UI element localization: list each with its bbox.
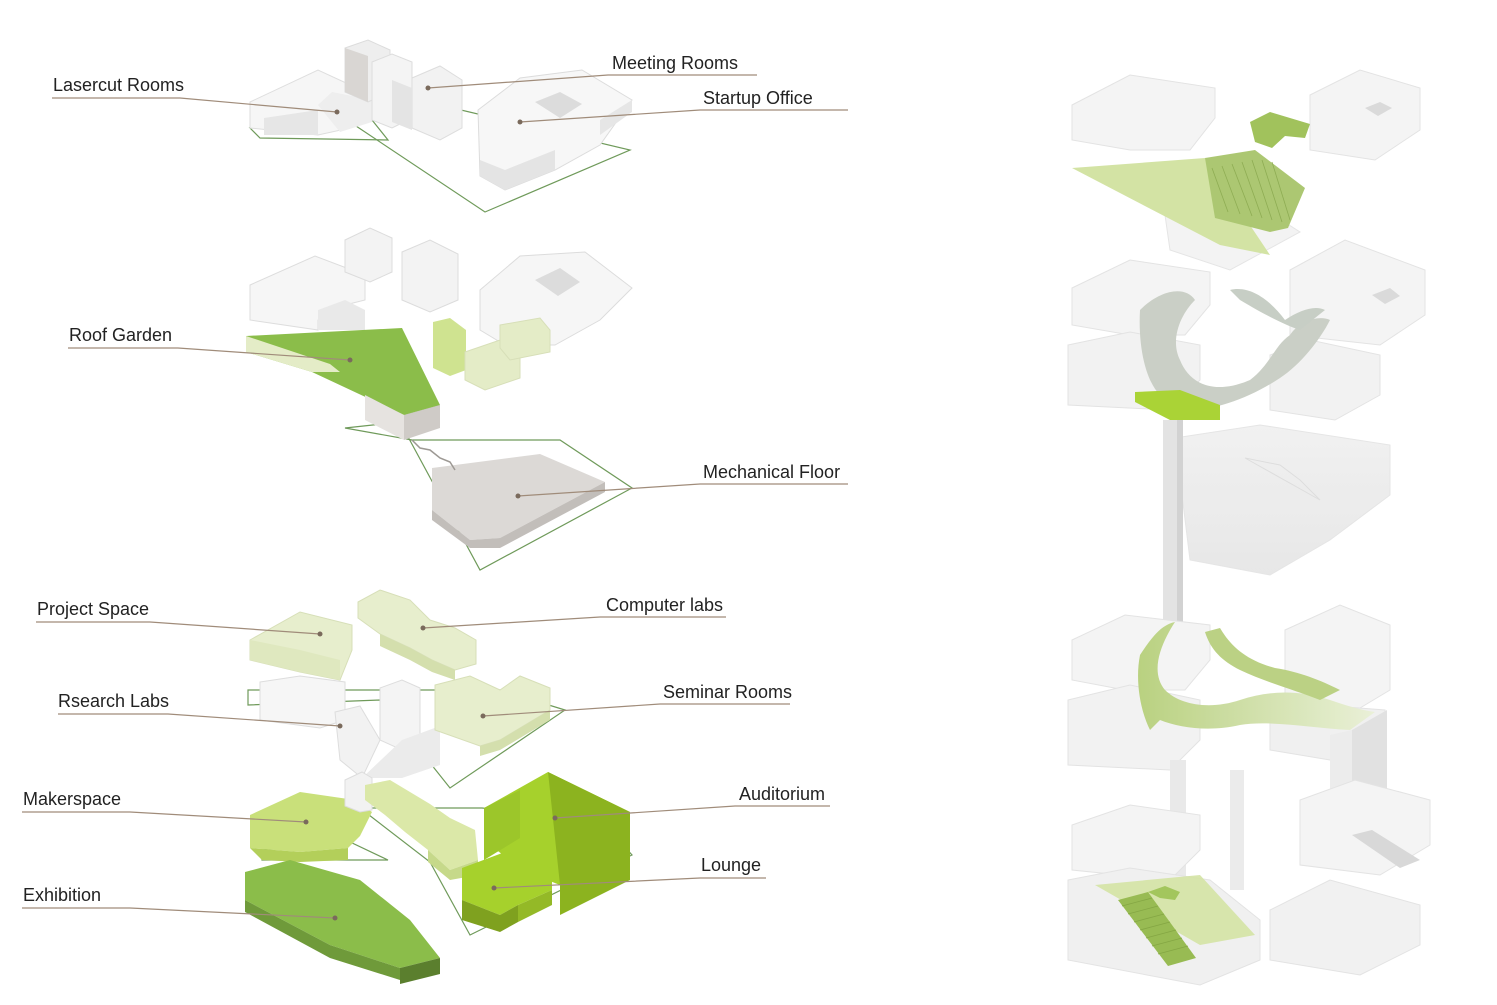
leader-exhibition [22,907,336,919]
label-startup-office: Startup Office [703,88,813,108]
leader-startup [519,109,848,123]
level-lower-upper-group [247,589,567,789]
ramp-lower [1138,622,1375,730]
label-lounge: Lounge [701,855,761,875]
label-lasercut-rooms: Lasercut Rooms [53,75,184,95]
label-meeting-rooms: Meeting Rooms [612,53,738,73]
circulation-diagram [1067,69,1431,986]
ramp-middle [1135,289,1330,420]
leader-maker [22,811,307,823]
seminar-rooms-block[interactable] [434,675,551,756]
white-blocks-middle [249,227,633,346]
leader-lasercut [52,97,338,113]
level-middle-group [246,227,634,571]
leader-roof [68,347,351,361]
ground-stair [1095,830,1420,966]
auditorium-block[interactable] [484,772,630,915]
label-project-space: Project Space [37,599,149,619]
project-space-block[interactable] [249,611,353,681]
startup-office-block [477,69,633,191]
leader-auditorium [554,805,830,819]
ghost-level-mechanical [1174,424,1391,576]
label-makerspace: Makerspace [23,789,121,809]
exhibition-block[interactable] [245,860,440,984]
computer-labs-block[interactable] [357,589,477,680]
level-top-group [248,39,633,213]
makerspace-block[interactable] [250,792,372,862]
leader-lounge [493,877,766,889]
green-roof-top [1072,112,1310,255]
leader-project [36,621,321,635]
lasercut-rooms-block [249,69,373,136]
leader-dots [303,85,558,921]
meeting-rooms-block [344,39,463,141]
mechanical-floor-block[interactable] [365,395,605,548]
label-mechanical-floor: Mechanical Floor [703,462,840,482]
vertical-shaft [1163,420,1183,650]
lounge-block[interactable] [462,852,552,932]
leader-computer [422,616,726,629]
leader-mechanical [517,483,848,497]
leader-meeting [427,74,757,89]
label-exhibition: Exhibition [23,885,101,905]
labels: Lasercut Rooms Meeting Rooms Startup Off… [23,53,840,905]
label-computer-labs: Computer labs [606,595,723,615]
small-white-block [344,771,373,813]
leader-seminar [482,703,790,717]
level-ground-group [245,771,633,984]
label-research-labs: Rsearch Labs [58,691,169,711]
label-seminar-rooms: Seminar Rooms [663,682,792,702]
label-roof-garden: Roof Garden [69,325,172,345]
label-auditorium: Auditorium [739,784,825,804]
pale-green-blocks [433,317,551,391]
research-labs-block[interactable] [259,675,440,779]
leader-lines [22,74,848,919]
corridor-green-block [365,780,478,880]
leader-research [58,713,341,727]
